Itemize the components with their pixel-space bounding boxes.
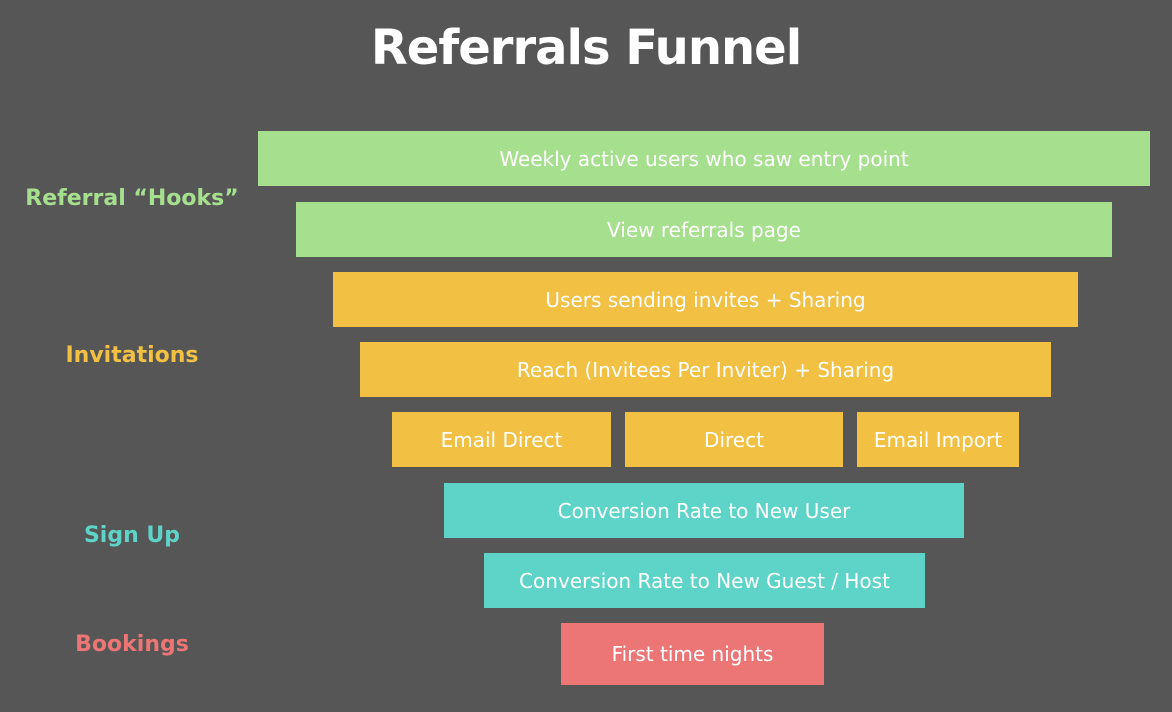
funnel-bar-direct: Direct xyxy=(625,412,843,467)
stage-label-invitations: Invitations xyxy=(65,343,199,368)
funnel-bar-label: View referrals page xyxy=(607,217,801,242)
funnel-bar-reach: Reach (Invitees Per Inviter) + Sharing xyxy=(360,342,1051,397)
funnel-bar-email-import: Email Import xyxy=(857,412,1019,467)
funnel-bar-users-sending-invites: Users sending invites + Sharing xyxy=(333,272,1078,327)
funnel-bar-conversion-guest-host: Conversion Rate to New Guest / Host xyxy=(484,553,925,608)
funnel-bar-label: Conversion Rate to New User xyxy=(557,498,851,523)
stage-label-hooks: Referral “Hooks” xyxy=(25,186,239,211)
page-title: Referrals Funnel xyxy=(370,20,802,76)
funnel-bar-conversion-new-user: Conversion Rate to New User xyxy=(444,483,964,538)
funnel-bar-label: Email Import xyxy=(873,427,1003,452)
funnel-bar-email-direct: Email Direct xyxy=(392,412,611,467)
funnel-bar-label: Weekly active users who saw entry point xyxy=(499,146,909,171)
funnel-bar-label: Conversion Rate to New Guest / Host xyxy=(519,568,890,593)
funnel-bar-view-referrals-page: View referrals page xyxy=(296,202,1112,257)
funnel-bar-label: Reach (Invitees Per Inviter) + Sharing xyxy=(516,357,895,382)
stage-label-signup: Sign Up xyxy=(83,523,181,548)
funnel-bar-first-time-nights: First time nights xyxy=(561,623,824,685)
funnel-bar-label: Direct xyxy=(704,427,764,452)
funnel-bar-label: First time nights xyxy=(611,642,774,666)
funnel-bar-weekly-active-users: Weekly active users who saw entry point xyxy=(258,131,1150,186)
stage-label-bookings: Bookings xyxy=(75,632,189,657)
funnel-bar-label: Users sending invites + Sharing xyxy=(545,287,866,312)
funnel-bar-label: Email Direct xyxy=(440,427,563,452)
